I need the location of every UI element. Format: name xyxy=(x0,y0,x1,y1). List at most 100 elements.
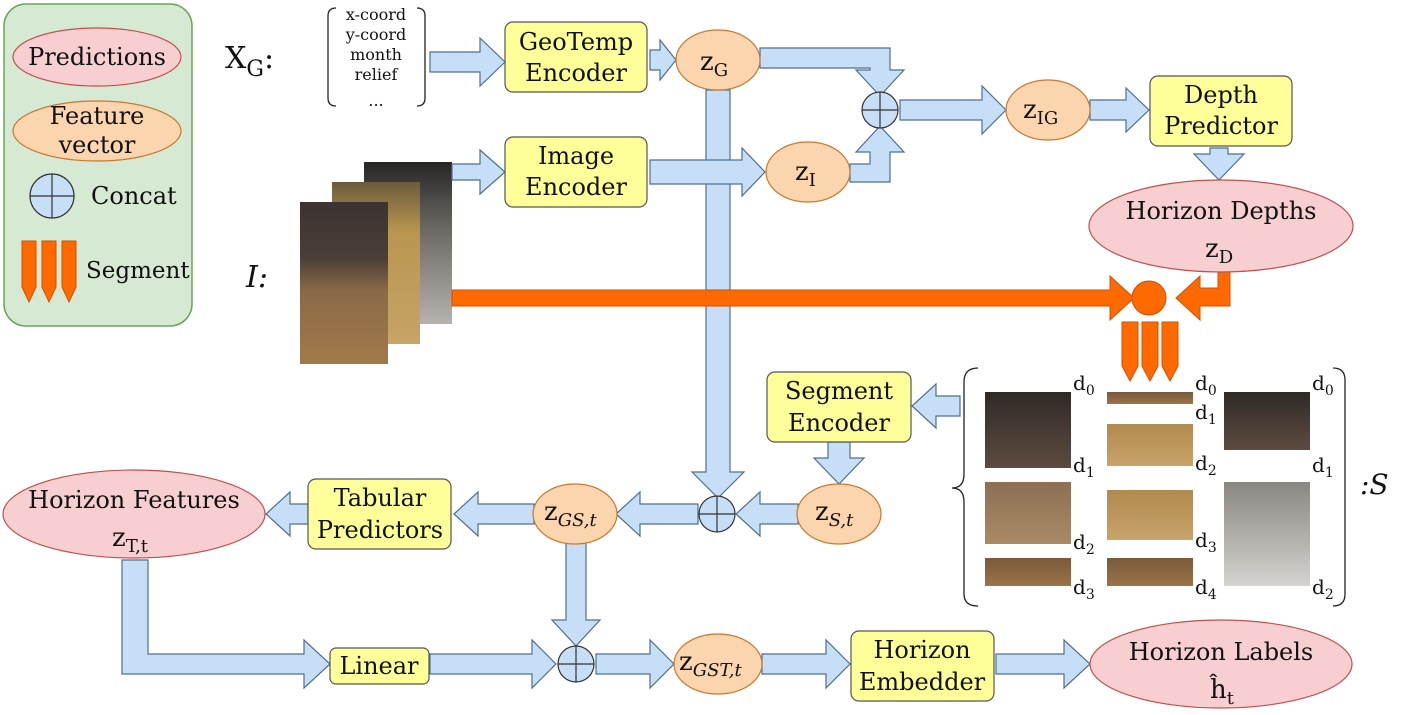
legend-predictions-label: Predictions xyxy=(28,43,166,71)
legend-feature-shape xyxy=(12,100,182,162)
prediction-horizon-labels: Horizon Labels ĥt xyxy=(1089,619,1353,709)
geotemp-encoder-label-1: GeoTemp xyxy=(519,28,633,56)
depth-label: d0 xyxy=(1312,371,1334,399)
legend-segment-label: Segment xyxy=(86,258,190,284)
arrow-zi-to-concat xyxy=(849,125,906,183)
depth-predictor-label-2: Predictor xyxy=(1164,112,1278,140)
depth-predictor: Depth Predictor xyxy=(1149,75,1293,147)
segment-image xyxy=(1224,392,1310,450)
feature-zst: zS,t xyxy=(796,483,882,545)
segment-image xyxy=(1107,392,1193,404)
segments-set-label: :S xyxy=(1360,468,1389,501)
feature-zig: zIG xyxy=(1005,79,1091,141)
depth-label: d2 xyxy=(1073,530,1095,558)
horizon-embedder: Horizon Embedder xyxy=(850,630,995,702)
tabular-predictors-label-1: Tabular xyxy=(334,484,427,512)
arrow-concat-to-zig xyxy=(899,84,1007,136)
arrow-concat-to-zgst xyxy=(615,490,699,538)
arrow-embedder-to-labels xyxy=(995,638,1091,690)
arrow-geotemp-to-zg xyxy=(649,38,677,82)
arrow-images-to-segmenter xyxy=(451,274,1135,322)
image-encoder-label-1: Image xyxy=(538,142,614,170)
prediction-horizon-depths: Horizon Depths zD xyxy=(1088,179,1354,273)
input-i-label: I: xyxy=(245,260,268,295)
segment-image xyxy=(985,558,1071,586)
xg-item: y-coord xyxy=(345,25,407,44)
horizon-features-label: Horizon Features xyxy=(28,486,240,514)
segments-panel: :S d0 d1 d2 d3 d0 d1 d2 d3 d4 d0 d1 d2 xyxy=(951,367,1389,607)
legend-concat-label: Concat xyxy=(91,182,177,210)
xg-item: x-coord xyxy=(346,5,406,24)
segments-right-bracket xyxy=(1332,367,1346,607)
depth-label: d1 xyxy=(1073,453,1095,481)
depth-predictor-label-1: Depth xyxy=(1184,81,1258,109)
arrow-segments-to-encoder xyxy=(911,382,961,430)
segment-encoder-label-2: Encoder xyxy=(788,409,890,437)
arrow-zgst-to-tabular xyxy=(453,490,535,538)
svg-text:zGS,t: zGS,t xyxy=(544,497,597,531)
legend-feature-label-1: Feature xyxy=(50,102,145,130)
segment-encoder: Segment Encoder xyxy=(766,371,912,443)
svg-text:zD: zD xyxy=(1205,234,1233,268)
arrow-xg-to-geotemp xyxy=(429,36,506,88)
horizon-embedder-label-1: Horizon xyxy=(873,636,970,664)
arrow-concat-to-zgstt xyxy=(595,638,675,690)
feature-zi: zI xyxy=(765,141,851,203)
arrow-features-to-linear xyxy=(121,559,331,690)
soil-image-front xyxy=(300,202,388,364)
prediction-horizon-features: Horizon Features zT,t xyxy=(2,469,266,559)
arrow-linear-to-concat xyxy=(429,638,557,690)
depth-label: d1 xyxy=(1312,453,1334,481)
arrow-zgstt-to-embedder xyxy=(761,638,851,690)
segment-icon xyxy=(1121,321,1179,383)
arrow-encoder-to-zi xyxy=(649,146,766,198)
depth-label: d3 xyxy=(1195,528,1217,556)
concat-icon xyxy=(698,495,736,533)
xg-item: relief xyxy=(355,65,399,84)
segment-image xyxy=(985,392,1071,468)
svg-text:zG: zG xyxy=(700,47,728,81)
xg-item: month xyxy=(350,45,402,64)
horizon-depths-label: Horizon Depths xyxy=(1126,197,1317,225)
segment-image xyxy=(1224,482,1310,586)
svg-text:zT,t: zT,t xyxy=(112,523,149,557)
arrow-zig-to-depth xyxy=(1089,86,1150,134)
svg-text:zS,t: zS,t xyxy=(815,497,854,531)
svg-text:zIG: zIG xyxy=(1023,95,1058,129)
arrow-tabular-to-features xyxy=(265,490,309,538)
horizon-embedder-label-2: Embedder xyxy=(859,668,986,696)
depth-label: d4 xyxy=(1195,575,1217,603)
xg-right-bracket xyxy=(416,7,426,107)
arrow-images-to-encoder xyxy=(451,148,506,196)
depth-label: d1 xyxy=(1195,400,1217,428)
depth-label: d2 xyxy=(1195,451,1217,479)
xg-feature-list: x-coord y-coord month relief ... xyxy=(345,5,407,110)
input-xg-label: XG: xyxy=(225,41,274,82)
geotemp-encoder: GeoTemp Encoder xyxy=(504,21,648,93)
svg-text:zGST,t: zGST,t xyxy=(679,647,742,681)
soil-image-stack xyxy=(300,162,452,364)
orange-arrows xyxy=(451,271,1231,383)
segment-encoder-label-1: Segment xyxy=(785,377,893,405)
depth-label: d0 xyxy=(1195,371,1217,399)
arrow-depths-to-segmenter xyxy=(1175,271,1231,322)
legend-feature-label-2: vector xyxy=(58,131,136,159)
feature-zgstt: zGST,t xyxy=(673,633,763,695)
arrow-zg-to-concat xyxy=(759,47,906,97)
arrow-depth-to-depths xyxy=(1192,147,1246,181)
depth-label: d0 xyxy=(1073,371,1095,399)
depth-label: d3 xyxy=(1073,575,1095,603)
segment-image xyxy=(1107,424,1193,466)
legend-segment-icon xyxy=(21,240,77,304)
arrow-zgst-down xyxy=(550,541,602,647)
legend-concat-icon xyxy=(29,173,75,219)
geotemp-encoder-label-2: Encoder xyxy=(525,59,627,87)
arrow-encoder-to-zst xyxy=(812,441,866,485)
image-encoder-label-2: Encoder xyxy=(525,173,627,201)
xg-left-bracket xyxy=(327,7,337,107)
svg-text:zI: zI xyxy=(795,157,816,191)
tabular-predictors-label-2: Predictors xyxy=(317,516,443,544)
arrow-zst-to-concat xyxy=(735,490,799,538)
